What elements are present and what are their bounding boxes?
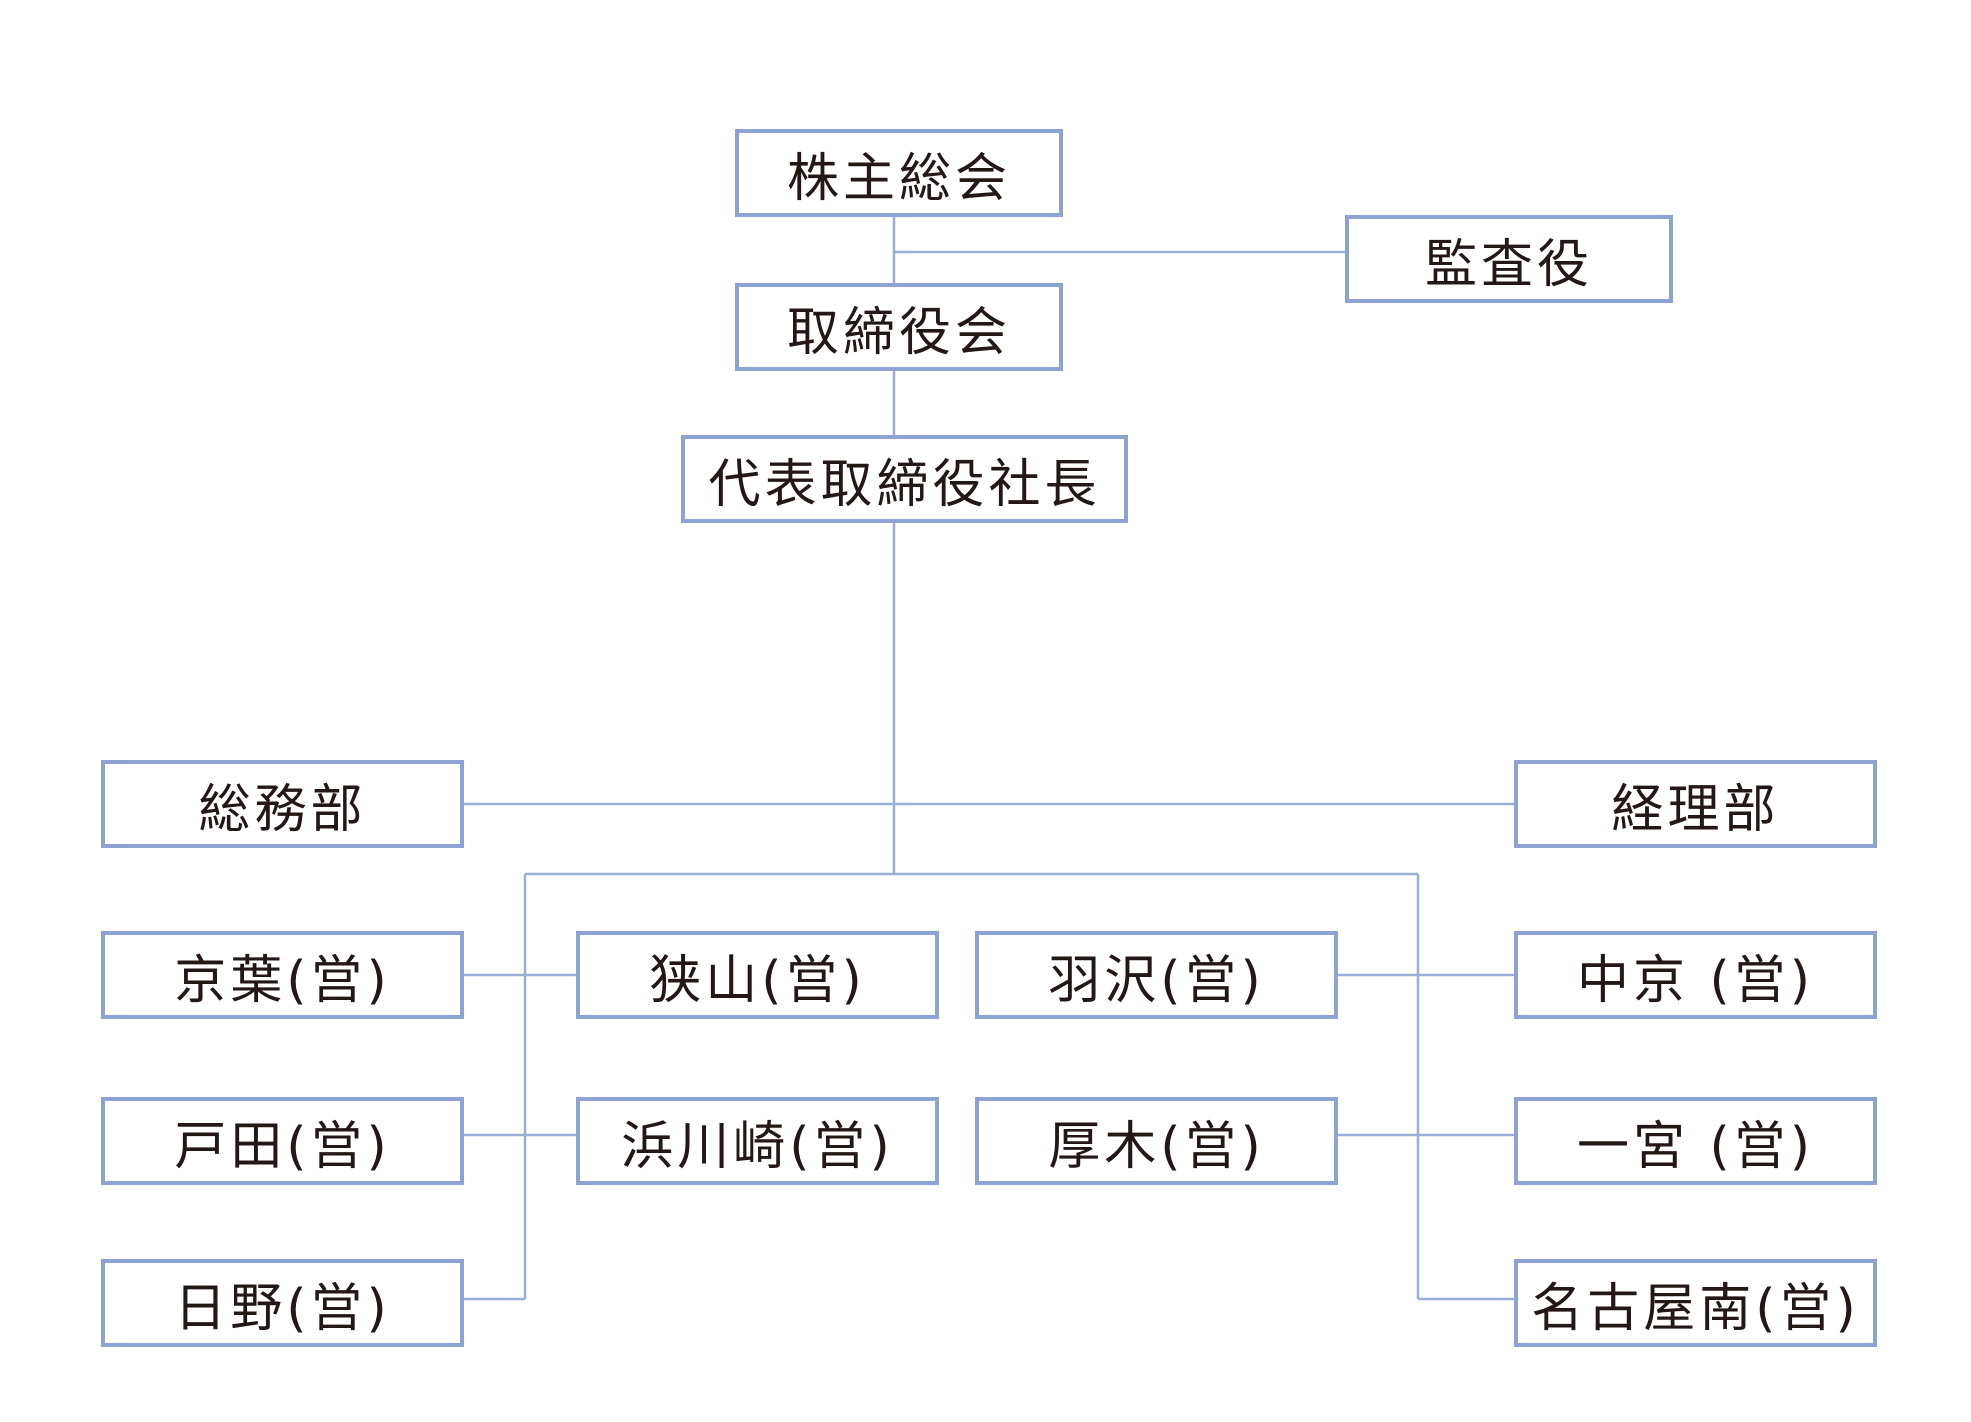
branch-nagoya-minami-box: 名古屋南(営): [1514, 1259, 1877, 1347]
branch-hino-box: 日野(営): [101, 1259, 464, 1347]
president-box: 代表取締役社長: [681, 435, 1128, 523]
branch-atsugi-box: 厚木(営): [975, 1097, 1338, 1185]
general-affairs-box: 総務部: [101, 760, 464, 848]
branch-ichinomiya-box: 一宮 (営): [1514, 1097, 1877, 1185]
auditor-box: 監査役: [1345, 215, 1673, 303]
board-of-directors-box: 取締役会: [735, 283, 1063, 371]
shareholders-meeting-box: 株主総会: [735, 129, 1063, 217]
branch-hamakawasaki-box: 浜川崎(営): [576, 1097, 939, 1185]
branch-keiyo-box: 京葉(営): [101, 931, 464, 1019]
branch-chukyo-box: 中京 (営): [1514, 931, 1877, 1019]
accounting-box: 経理部: [1514, 760, 1877, 848]
branch-sayama-box: 狭山(営): [576, 931, 939, 1019]
branch-hazawa-box: 羽沢(営): [975, 931, 1338, 1019]
branch-toda-box: 戸田(営): [101, 1097, 464, 1185]
